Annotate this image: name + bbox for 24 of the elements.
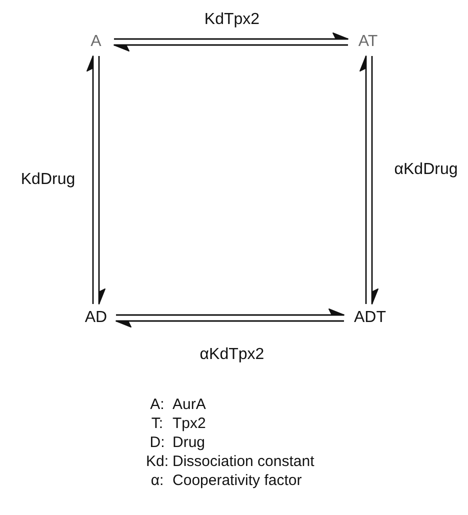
- key-definition: Dissociation constant: [172, 453, 314, 471]
- edge-label: αKdTpx2: [198, 346, 266, 364]
- equilibrium-arrow: [98, 56, 106, 304]
- key-definition: Tpx2: [172, 415, 207, 433]
- equilibrium-arrow: [371, 56, 378, 304]
- species-label: AD: [78, 306, 114, 330]
- equilibrium-arrow: [114, 44, 348, 52]
- equilibrium-arrow: [360, 56, 367, 304]
- key-term: A:: [149, 396, 166, 414]
- key-term: Kd:: [146, 453, 169, 471]
- key-term: T:: [150, 415, 164, 433]
- key-definition: Cooperativity factor: [172, 472, 303, 490]
- species-label: AT: [350, 30, 386, 54]
- key-term: D:: [148, 434, 166, 452]
- equilibrium-arrow: [116, 320, 344, 328]
- edge-label: αKdDrug: [392, 161, 460, 179]
- key-definition: Drug: [172, 434, 206, 452]
- species-label: ADT: [346, 306, 394, 330]
- species-label: A: [80, 30, 112, 54]
- equilibrium-arrow: [114, 32, 348, 40]
- equilibrium-arrow: [116, 308, 344, 316]
- key-definition: AurA: [172, 396, 207, 414]
- equilibrium-arrow: [86, 56, 94, 304]
- key-term: α:: [150, 472, 165, 490]
